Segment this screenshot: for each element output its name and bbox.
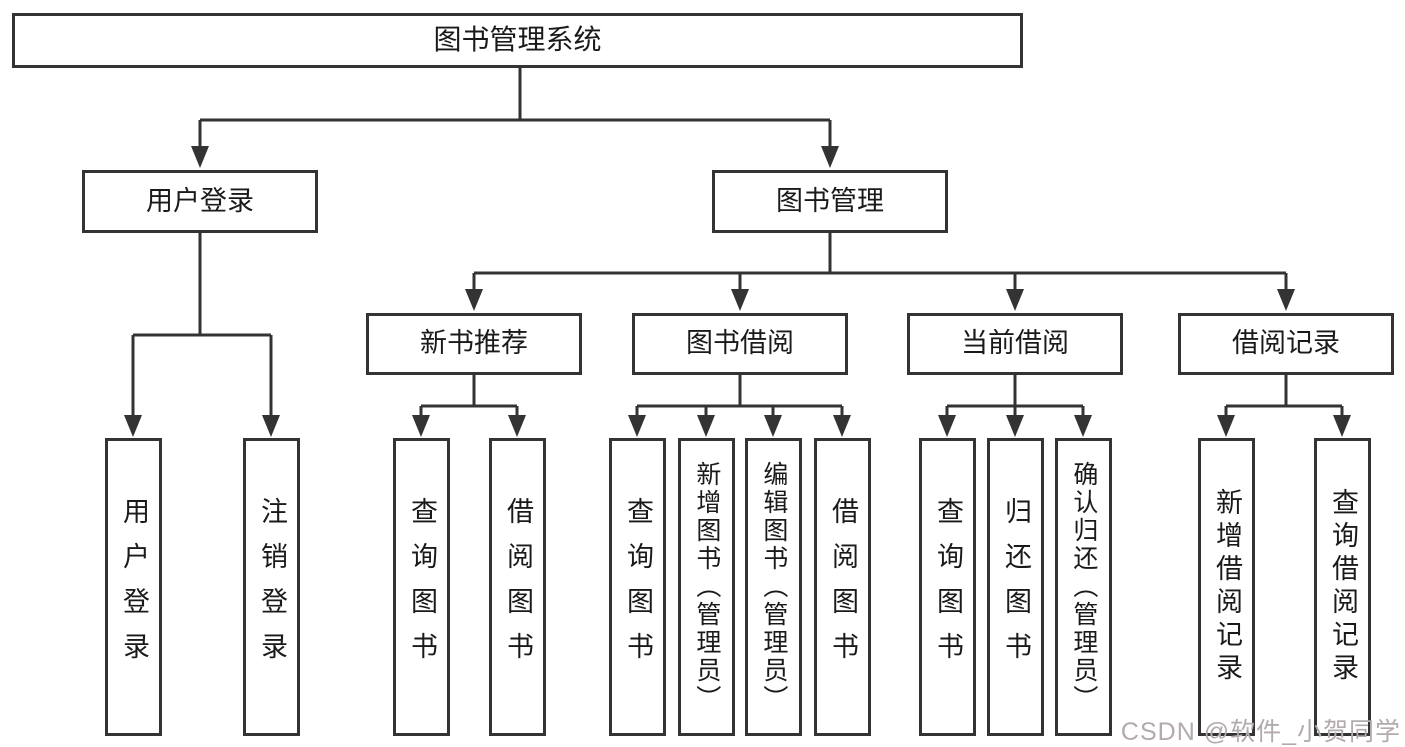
leaf-query-books-current: 查询图书: [919, 438, 976, 736]
node-book-borrow: 图书借阅: [632, 313, 848, 375]
leaf-query-borrow-record: 查询借阅记录: [1314, 438, 1371, 736]
leaf-borrow-books: 借阅图书: [814, 438, 871, 736]
leaf-borrow-books-recommend: 借阅图书: [489, 438, 546, 736]
leaf-query-books-recommend: 查询图书: [393, 438, 450, 736]
node-user-login: 用户登录: [82, 170, 318, 233]
node-current-borrow: 当前借阅: [907, 313, 1123, 375]
leaf-add-borrow-record: 新增借阅记录: [1198, 438, 1255, 736]
leaf-confirm-return-admin: 确认归还（管理员）: [1055, 438, 1112, 736]
csdn-watermark: CSDN @软件_小贺同学: [1120, 718, 1401, 746]
leaf-return-books: 归还图书: [987, 438, 1044, 736]
node-book-management: 图书管理: [712, 170, 948, 233]
leaf-add-book-admin: 新增图书（管理员）: [678, 438, 735, 736]
node-borrow-records: 借阅记录: [1178, 313, 1394, 375]
leaf-edit-book-admin: 编辑图书（管理员）: [745, 438, 802, 736]
leaf-user-login: 用户登录: [105, 438, 162, 736]
node-new-book-recommend: 新书推荐: [366, 313, 582, 375]
leaf-query-books-borrow: 查询图书: [609, 438, 666, 736]
node-library-management-system: 图书管理系统: [12, 13, 1023, 68]
leaf-logout-login: 注销登录: [243, 438, 300, 736]
